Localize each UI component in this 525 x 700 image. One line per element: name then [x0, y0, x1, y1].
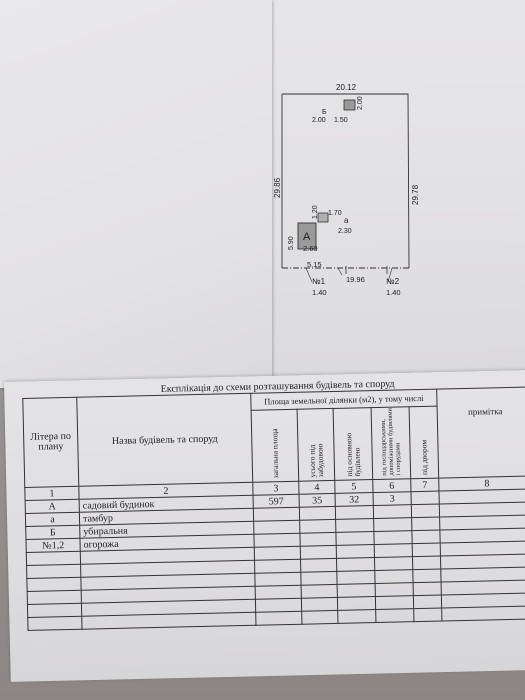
explication-table-wrap: Експлікація до схеми розташування будіве…: [22, 374, 525, 636]
num-3: 3: [252, 481, 300, 496]
plot-boundary: [282, 93, 410, 269]
num-4: 4: [298, 480, 336, 495]
building-b: [343, 99, 356, 111]
b-width: 2.00: [312, 117, 326, 124]
num-6: 6: [372, 478, 411, 493]
gate1-width: 1.40: [312, 288, 327, 297]
gate1-label: №1: [312, 277, 326, 286]
a-height: 5.90: [288, 236, 295, 250]
row-letter: №1,2: [25, 538, 81, 553]
num-1: 1: [24, 486, 80, 501]
top-width: 20.12: [336, 83, 357, 92]
col-main: під основною будівлею: [343, 432, 362, 477]
col-name: Назва будівель та споруд: [76, 393, 253, 487]
house-a: [297, 222, 317, 250]
left-sheet: [0, 0, 272, 388]
row-letter: А: [25, 499, 80, 514]
col-letter: Літера по плану: [22, 397, 79, 488]
b-length: 1.50: [334, 117, 348, 124]
front-left: 5.15: [307, 260, 322, 269]
val-aux: 3: [373, 491, 412, 506]
col-aux: під господарськими, допоміжними будівлям…: [379, 407, 403, 476]
col-note: примітка: [436, 386, 525, 479]
col-yard: під двором: [418, 439, 429, 476]
tambur: [317, 212, 329, 223]
front-right: 19.96: [346, 275, 365, 284]
explication-table: Експлікація до схеми розташування будіве…: [22, 374, 525, 631]
b-height: 2.00: [357, 96, 364, 110]
num-5: 5: [334, 479, 374, 494]
row-letter: а: [25, 512, 80, 527]
a-width: 2.60: [303, 244, 318, 253]
val-yard: [410, 491, 440, 505]
gate2-label: №2: [386, 277, 400, 286]
col-built: усього під забудовою: [306, 443, 325, 478]
left-height: 29.86: [273, 177, 282, 198]
tambur-height: 1.20: [312, 205, 319, 219]
val-total: 597: [253, 494, 300, 509]
val-main: 32: [335, 492, 374, 507]
tambur-width: 1.70: [328, 210, 342, 217]
tambur-label: а: [344, 216, 349, 225]
b-label: Б: [322, 109, 327, 116]
gate2-width: 1.40: [386, 288, 401, 297]
right-height: 29.78: [411, 184, 420, 205]
num-7: 7: [410, 478, 439, 492]
site-plan: Б 2.00 1.50 2.00 А 2.60 5.90 1.70 1.20 а…: [273, 83, 420, 297]
val-built: 35: [299, 493, 336, 508]
col-total: загальна площа: [269, 428, 280, 479]
a-label: А: [303, 231, 311, 243]
tambur-length: 2.30: [338, 228, 352, 235]
row-letter: Б: [25, 525, 80, 540]
